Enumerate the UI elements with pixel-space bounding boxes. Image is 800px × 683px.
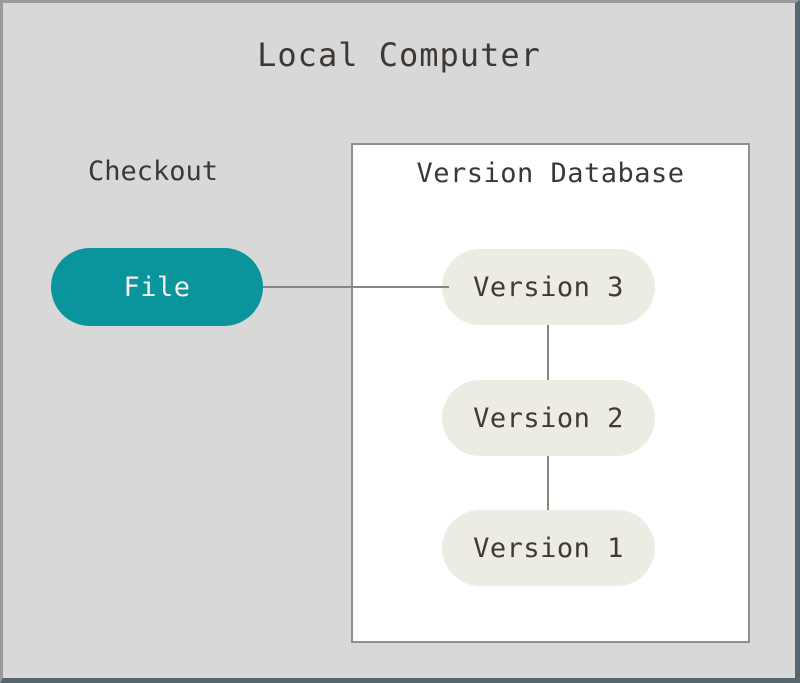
- local-computer-title: Local Computer: [257, 36, 541, 74]
- version-1-label: Version 1: [473, 532, 624, 564]
- version3-to-version2-connector-line: [547, 325, 549, 381]
- version-3-label: Version 3: [473, 271, 624, 303]
- version-database-title: Version Database: [416, 158, 685, 189]
- version2-to-version1-connector-line: [547, 456, 549, 511]
- version-database-box: Version Database Version 3 Version 2 Ver…: [351, 143, 750, 643]
- version-3-node: Version 3: [442, 249, 655, 325]
- file-to-version3-connector-line: [261, 286, 449, 288]
- version-2-label: Version 2: [473, 402, 624, 434]
- checkout-label: Checkout: [88, 156, 219, 187]
- version-1-node: Version 1: [442, 510, 655, 586]
- file-node: File: [51, 248, 263, 326]
- file-node-label: File: [123, 271, 191, 303]
- version-2-node: Version 2: [442, 380, 655, 456]
